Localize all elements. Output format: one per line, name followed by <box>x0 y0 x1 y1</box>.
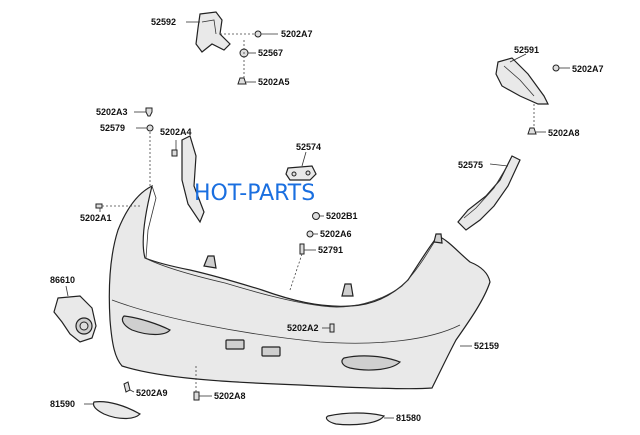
dash-52791 <box>289 253 303 291</box>
label-52575: 52575 <box>458 160 483 170</box>
parking-sensor-86610-face <box>79 321 89 331</box>
label-52592: 52592 <box>151 17 176 27</box>
label-5202A1: 5202A1 <box>80 213 112 223</box>
bracket-52591-detail <box>503 65 535 97</box>
bumper-side-flange <box>145 185 157 259</box>
screw-5202A8-right <box>527 127 537 135</box>
label-5202A8-right: 5202A8 <box>548 128 580 138</box>
bracket-52592 <box>195 11 231 53</box>
bumper-tab-mid <box>341 283 354 297</box>
label-52791: 52791 <box>318 245 343 255</box>
label-5202A3: 5202A3 <box>96 107 128 117</box>
bracket-52574-hole-left <box>291 171 297 177</box>
label-5202A5: 5202A5 <box>258 77 290 87</box>
bumper-tab-right <box>433 233 443 244</box>
bumper-cover <box>108 184 491 390</box>
label-52591: 52591 <box>514 45 539 55</box>
bracket-52575-detail <box>463 167 507 219</box>
screw-5202A7-right <box>552 64 560 72</box>
reflector-81590 <box>92 401 141 420</box>
screw-5202A3 <box>145 107 153 117</box>
reinforcement-52579 <box>181 135 205 224</box>
bumper-reflector-pocket-right <box>341 355 402 371</box>
label-5202A7-left: 5202A7 <box>281 29 313 39</box>
bumper-slot-left <box>225 339 245 350</box>
clip-52579 <box>146 124 154 132</box>
screw-5202A4 <box>171 149 178 157</box>
bumper-crease <box>111 299 461 344</box>
bumper-reflector-pocket-left <box>121 315 171 336</box>
reflector-81580 <box>325 412 386 426</box>
bracket-52574-hole-right <box>305 170 311 176</box>
label-52574: 52574 <box>296 142 321 152</box>
leader-52591 <box>509 53 527 63</box>
bumper-slot-right <box>261 346 281 357</box>
watermark-text: HOT-PARTS <box>194 181 315 206</box>
label-5202B1: 5202B1 <box>326 211 358 221</box>
label-5202A7-right: 5202A7 <box>572 64 604 74</box>
parking-sensor-86610 <box>53 295 97 343</box>
screw-5202A5 <box>237 77 247 85</box>
label-5202A4: 5202A4 <box>160 127 192 137</box>
label-5202A9: 5202A9 <box>136 388 168 398</box>
label-5202A8-bottom: 5202A8 <box>214 391 246 401</box>
bracket-52574 <box>285 165 317 181</box>
label-86610: 86610 <box>50 275 75 285</box>
label-5202A6: 5202A6 <box>320 229 352 239</box>
label-52159: 52159 <box>474 341 499 351</box>
bumper-top-lip <box>144 235 439 308</box>
leader-86610 <box>65 285 69 297</box>
screw-5202A7-left <box>254 30 262 38</box>
bumper-tab-left <box>203 255 217 269</box>
label-52579: 52579 <box>100 123 125 133</box>
screw-5202A9 <box>123 381 131 393</box>
leader-52574 <box>301 151 307 167</box>
stud-52791 <box>299 243 305 255</box>
bracket-52591 <box>495 57 549 105</box>
bracket-52592-detail <box>201 19 217 35</box>
label-5202A2: 5202A2 <box>287 323 319 333</box>
label-81590: 81590 <box>50 399 75 409</box>
screw-5202A8-bottom <box>193 391 200 401</box>
nut-5202A6 <box>306 230 314 238</box>
screw-5202A2 <box>329 323 335 333</box>
label-52567: 52567 <box>258 48 283 58</box>
screw-5202A1 <box>95 203 103 209</box>
clip-5202B1 <box>312 212 320 220</box>
leader-5202A9 <box>129 389 135 393</box>
label-81580: 81580 <box>396 413 421 423</box>
leader-52575 <box>489 163 509 167</box>
